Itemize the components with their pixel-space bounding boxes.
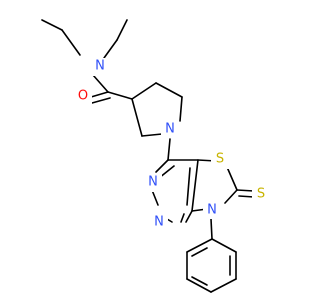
bond: [155, 82, 183, 98]
bond: [91, 97, 111, 104]
carbonyl-oxygen-label: O: [78, 89, 88, 104]
bond: [186, 238, 213, 253]
piperidine-nitrogen-label: N: [165, 122, 175, 137]
bond: [92, 74, 109, 93]
bond: [179, 96, 183, 122]
label-bg: [91, 58, 109, 76]
bond: [61, 29, 81, 56]
bond: [185, 210, 193, 223]
bond: [211, 238, 237, 253]
bond: [167, 138, 171, 161]
thione-sulfur-label: S: [257, 187, 265, 202]
bond: [191, 276, 208, 286]
label-bg: [74, 88, 92, 106]
bond: [90, 91, 109, 98]
atom-label-layer: N O N S S N N N: [74, 58, 270, 231]
bond: [107, 91, 133, 100]
label-bg: [161, 120, 179, 138]
bond: [226, 166, 238, 191]
label-bg: [211, 151, 229, 169]
amide-nitrogen-label: N: [95, 59, 105, 74]
bond: [236, 189, 255, 192]
bond: [186, 167, 191, 206]
bond: [191, 159, 199, 212]
label-bg: [150, 213, 168, 231]
pyrimidine-nitrogen-2-label: N: [154, 215, 164, 230]
bond: [238, 195, 255, 198]
background: [0, 0, 300, 300]
thiazole-nitrogen-label: N: [207, 203, 217, 218]
bond: [41, 19, 63, 31]
bond: [180, 213, 185, 223]
bond: [210, 218, 213, 240]
bond: [155, 159, 169, 173]
label-bg: [144, 174, 162, 192]
bond: [103, 39, 118, 59]
ring-sulfur-label: S: [216, 152, 224, 167]
molecule-svg: N O N S S N N N: [0, 0, 300, 300]
bond: [151, 189, 159, 206]
bond: [191, 247, 208, 257]
bond: [210, 278, 237, 293]
bond: [131, 82, 157, 100]
label-bg: [203, 201, 221, 219]
bond: [224, 189, 238, 204]
pyrimidine-nitrogen-1-label: N: [148, 175, 158, 190]
bond: [131, 98, 143, 137]
bond: [186, 278, 212, 293]
molecule-structure-diagram: N O N S S N N N: [0, 0, 300, 300]
bond: [116, 19, 128, 41]
label-bg: [252, 185, 270, 203]
